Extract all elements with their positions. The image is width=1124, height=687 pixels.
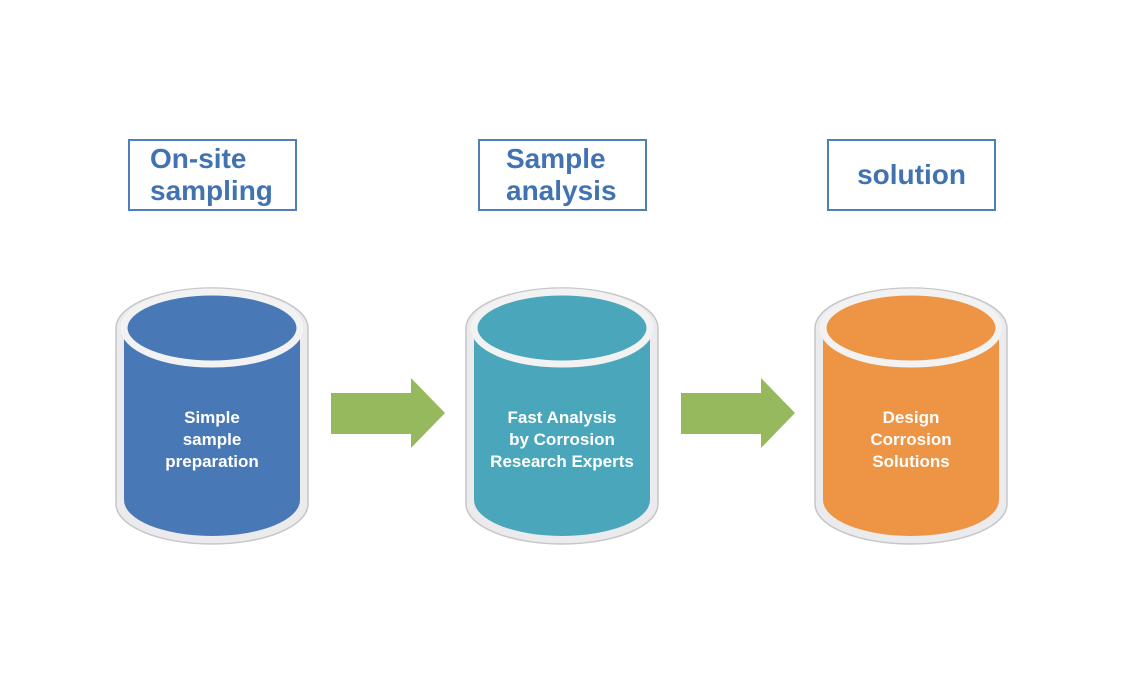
cylinder-shape-3 bbox=[814, 287, 1008, 545]
arrow-right-icon-2 bbox=[681, 378, 795, 448]
cylinder-top bbox=[470, 288, 654, 368]
stage-2-header-label: Sample analysis bbox=[506, 143, 617, 206]
cylinder-shape-1 bbox=[115, 287, 309, 545]
stage-2-cylinder: Fast Analysis by Corrosion Research Expe… bbox=[463, 285, 661, 547]
arrow-shape bbox=[331, 378, 445, 448]
stage-3-header-box: solution bbox=[827, 139, 996, 211]
cylinder-top bbox=[120, 288, 304, 368]
stage-1-header-label: On-site sampling bbox=[150, 143, 273, 206]
stage-2-cylinder-label: Fast Analysis by Corrosion Research Expe… bbox=[490, 408, 634, 471]
stage-1-cylinder-label: Simple sample preparation bbox=[165, 408, 259, 471]
cylinder-shape-2 bbox=[465, 287, 659, 545]
arrow-right-icon-1 bbox=[331, 378, 445, 448]
stage-3-header-label: solution bbox=[857, 159, 966, 190]
stage-3-cylinder-label: Design Corrosion Solutions bbox=[870, 408, 952, 471]
stage-1-header-box: On-site sampling bbox=[128, 139, 297, 211]
arrow-shape bbox=[681, 378, 795, 448]
stage-1-cylinder: Simple sample preparation bbox=[113, 285, 311, 547]
stage-3-cylinder: Design Corrosion Solutions bbox=[812, 285, 1010, 547]
stage-2-header-box: Sample analysis bbox=[478, 139, 647, 211]
cylinder-top bbox=[819, 288, 1003, 368]
